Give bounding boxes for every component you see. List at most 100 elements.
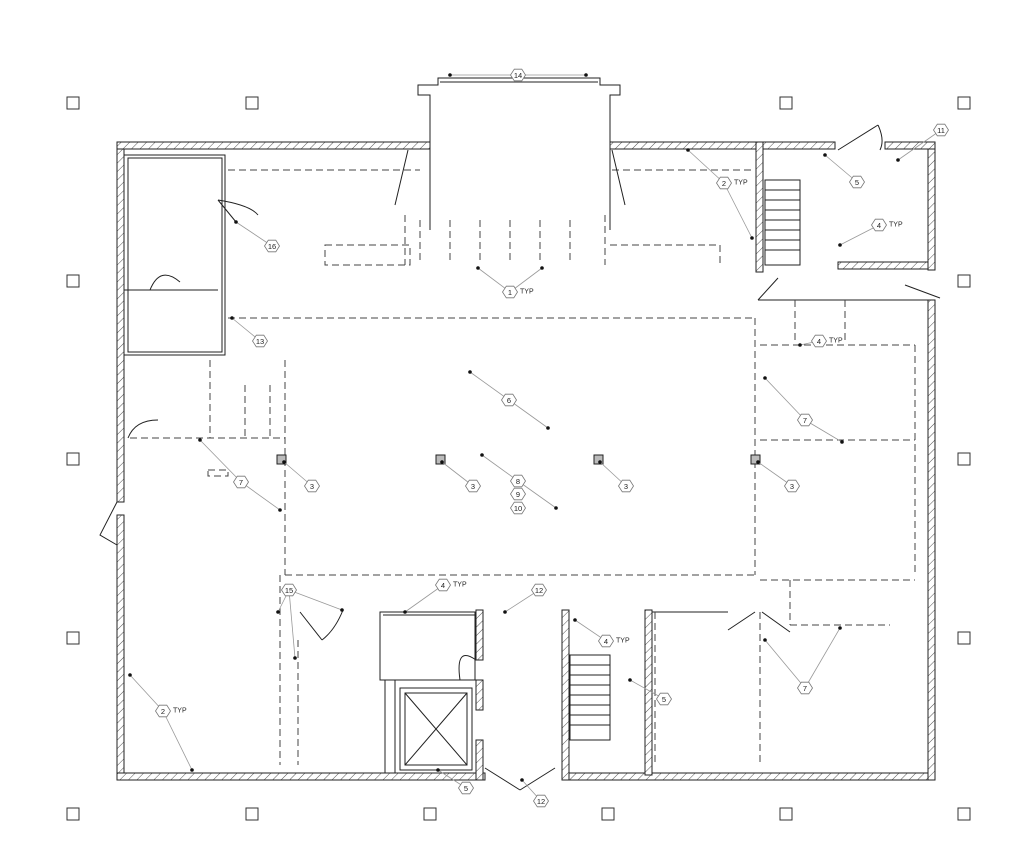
callout-tag: 7 (763, 626, 842, 695)
tag-number: 3 (310, 482, 314, 491)
leader-arrow-icon (128, 673, 132, 677)
hexagon-tag-icon (849, 175, 865, 189)
leader-line (824, 154, 858, 183)
grid-marker (957, 452, 971, 466)
tag-number: 9 (516, 490, 520, 499)
grid-marker (66, 96, 80, 110)
tag-suffix: TYP (889, 222, 903, 229)
leader-arrow-icon (756, 460, 760, 464)
bay-projection (417, 77, 621, 230)
leader-arrow-icon (282, 460, 286, 464)
leader-arrow-icon (234, 220, 238, 224)
leader-line (517, 480, 557, 509)
leader-line (162, 710, 193, 771)
grid-marker (779, 807, 793, 821)
grid-marker (957, 631, 971, 645)
leader-arrow-icon (598, 460, 602, 464)
hexagon-tag-icon (618, 479, 634, 493)
tag-number: 7 (803, 684, 807, 693)
hexagon-tag-icon (716, 176, 732, 190)
leader-arrow-icon (448, 73, 452, 77)
leader-line (757, 461, 793, 487)
leader-line (804, 627, 841, 689)
tag-number: 12 (537, 797, 545, 806)
tag-number: 3 (624, 482, 628, 491)
leader-arrow-icon (763, 376, 767, 380)
leader-arrow-icon (198, 438, 202, 442)
grid-marker (66, 274, 80, 288)
hexagon-tag-icon (598, 634, 614, 648)
tag-suffix: TYP (616, 638, 630, 645)
grid-marker (957, 807, 971, 821)
callout-tag: 12 (503, 583, 547, 614)
callout-tag: 3 (282, 460, 320, 493)
callout-tag: 12 (520, 778, 549, 808)
tag-number: 5 (855, 178, 859, 187)
hexagon-tag-icon (533, 794, 549, 808)
tag-number: 4 (441, 581, 445, 590)
leader-arrow-icon (750, 236, 754, 240)
leader-arrow-icon (628, 678, 632, 682)
leader-line (804, 419, 843, 443)
tag-number: 4 (817, 337, 821, 346)
leader-arrow-icon (276, 610, 280, 614)
leader-arrow-icon (838, 626, 842, 630)
hexagon-tag-icon (264, 239, 280, 253)
callout-tag: 7 (198, 438, 282, 512)
hexagon-tag-icon (933, 123, 949, 137)
tag-number: 14 (514, 71, 522, 80)
hexagon-tag-icon (502, 285, 518, 299)
hexagon-tag-icon (797, 413, 813, 427)
grid-marker (957, 274, 971, 288)
tag-number: 3 (471, 482, 475, 491)
callout-tag: 7 (763, 376, 844, 444)
tag-suffix: TYP (520, 289, 534, 296)
leader-arrow-icon (896, 158, 900, 162)
grid-marker (245, 96, 259, 110)
leader-line (404, 584, 444, 613)
grid-markers (66, 96, 971, 821)
callout-tag: 9 (510, 487, 526, 501)
tag-number: 16 (268, 242, 276, 251)
leader-line (199, 439, 242, 483)
callout-tag: 5 (436, 768, 474, 795)
tag-suffix: TYP (173, 708, 187, 715)
leader-arrow-icon (293, 656, 297, 660)
leader-line (504, 589, 540, 613)
hexagon-tag-icon (155, 704, 171, 718)
leader-arrow-icon (838, 243, 842, 247)
leader-arrow-icon (584, 73, 588, 77)
leader-arrow-icon (840, 440, 844, 444)
hexagon-tag-icon (233, 475, 249, 489)
hexagon-tag-icon (465, 479, 481, 493)
hexagon-tag-icon (501, 393, 517, 407)
hexagon-tag-icon (871, 218, 887, 232)
leader-arrow-icon (476, 266, 480, 270)
grid-marker (423, 807, 437, 821)
hexagon-tag-icon (510, 501, 526, 515)
grid-marker (66, 631, 80, 645)
hexagon-tag-icon (531, 583, 547, 597)
tag-number: 11 (937, 126, 945, 135)
tag-number: 1 (508, 288, 512, 297)
tag-number: 5 (464, 784, 468, 793)
hexagon-tag-icon (510, 487, 526, 501)
tag-number: 6 (507, 396, 511, 405)
grid-marker (957, 96, 971, 110)
exterior-walls (116, 141, 936, 781)
callout-tag: 13 (230, 316, 268, 348)
tag-number: 4 (877, 221, 881, 230)
hexagon-tag-icon (784, 479, 800, 493)
leader-arrow-icon (503, 610, 507, 614)
leader-line (288, 589, 343, 611)
callout-tag: 3 (440, 460, 481, 493)
callout-tag: 5 (628, 678, 672, 706)
tag-number: 7 (803, 416, 807, 425)
callout-tag: 5 (823, 153, 865, 189)
hexagon-tag-icon (435, 578, 451, 592)
